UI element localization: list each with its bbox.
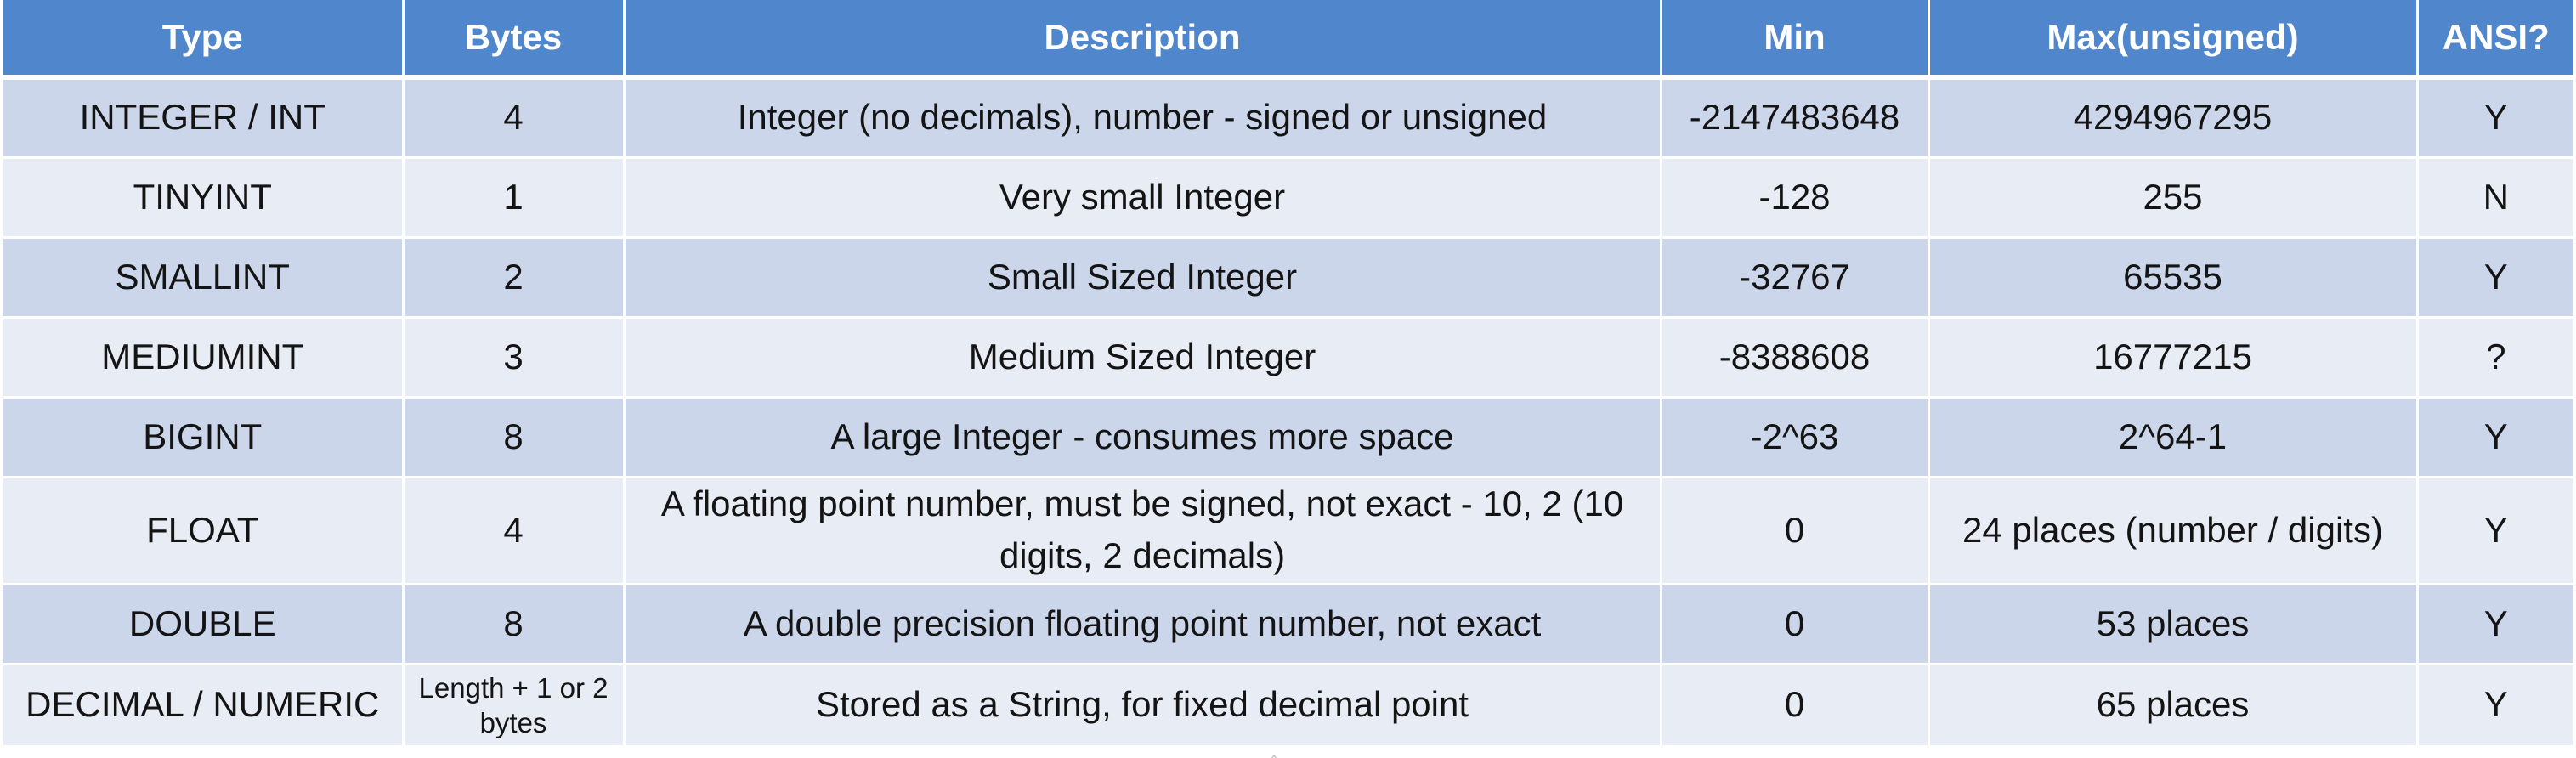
cell-ansi: Y <box>2417 664 2573 749</box>
cell-ansi: Y <box>2417 584 2573 665</box>
cell-description: Stored as a String, for fixed decimal po… <box>624 664 1662 749</box>
cell-max: 255 <box>1928 157 2419 239</box>
cell-type: INTEGER / INT <box>3 77 405 159</box>
cell-bytes: 3 <box>403 317 626 399</box>
cell-type: BIGINT <box>3 397 405 478</box>
cell-min: 0 <box>1661 584 1930 665</box>
table-row: INTEGER / INT 4 Integer (no decimals), n… <box>3 77 2573 159</box>
cell-type: DOUBLE <box>3 584 405 665</box>
cell-description: A floating point number, must be signed,… <box>624 477 1662 585</box>
header-description: Description <box>624 0 1662 80</box>
cell-max: 2^64-1 <box>1928 397 2419 478</box>
cell-max: 24 places (number / digits) <box>1928 477 2419 585</box>
header-bytes: Bytes <box>403 0 626 80</box>
cell-ansi: Y <box>2417 477 2573 585</box>
cell-bytes: 2 <box>403 237 626 319</box>
cell-bytes: 8 <box>403 584 626 665</box>
cell-description: Medium Sized Integer <box>624 317 1662 399</box>
header-max: Max(unsigned) <box>1928 0 2419 80</box>
header-type: Type <box>3 0 405 80</box>
cell-bytes: Length + 1 or 2 bytes <box>403 664 626 749</box>
data-types-table: Type Bytes Description Min Max(unsigned)… <box>3 0 2573 749</box>
cell-type: SMALLINT <box>3 237 405 319</box>
table-row: TINYINT 1 Very small Integer -128 255 N <box>3 157 2573 239</box>
cell-min: 0 <box>1661 664 1930 749</box>
cell-type: FLOAT <box>3 477 405 585</box>
cell-bytes: 8 <box>403 397 626 478</box>
cell-ansi: Y <box>2417 77 2573 159</box>
cell-max: 65 places <box>1928 664 2419 749</box>
cell-bytes: 4 <box>403 77 626 159</box>
table-row: BIGINT 8 A large Integer - consumes more… <box>3 397 2573 478</box>
cell-description: Very small Integer <box>624 157 1662 239</box>
header-ansi: ANSI? <box>2417 0 2573 80</box>
cell-description: Small Sized Integer <box>624 237 1662 319</box>
cell-bytes: 4 <box>403 477 626 585</box>
cell-min: -2^63 <box>1661 397 1930 478</box>
cell-max: 53 places <box>1928 584 2419 665</box>
header-min: Min <box>1661 0 1930 80</box>
cursor-trace-icon: ‸ <box>1271 741 1277 758</box>
cell-type: TINYINT <box>3 157 405 239</box>
cell-min: -8388608 <box>1661 317 1930 399</box>
cell-description: Integer (no decimals), number - signed o… <box>624 77 1662 159</box>
cell-ansi: N <box>2417 157 2573 239</box>
cell-bytes: 1 <box>403 157 626 239</box>
cell-description: A double precision floating point number… <box>624 584 1662 665</box>
header-row: Type Bytes Description Min Max(unsigned)… <box>3 0 2573 80</box>
table-row: SMALLINT 2 Small Sized Integer -32767 65… <box>3 237 2573 319</box>
cell-ansi: ? <box>2417 317 2573 399</box>
cell-max: 16777215 <box>1928 317 2419 399</box>
cell-ansi: Y <box>2417 397 2573 478</box>
cell-max: 65535 <box>1928 237 2419 319</box>
table-row: MEDIUMINT 3 Medium Sized Integer -838860… <box>3 317 2573 399</box>
table-row: FLOAT 4 A floating point number, must be… <box>3 477 2573 585</box>
cell-max: 4294967295 <box>1928 77 2419 159</box>
table-row: DOUBLE 8 A double precision floating poi… <box>3 584 2573 665</box>
cell-min: -2147483648 <box>1661 77 1930 159</box>
cell-min: 0 <box>1661 477 1930 585</box>
table-row: DECIMAL / NUMERIC Length + 1 or 2 bytes … <box>3 664 2573 749</box>
cell-type: DECIMAL / NUMERIC <box>3 664 405 749</box>
cell-description: A large Integer - consumes more space <box>624 397 1662 478</box>
cell-min: -128 <box>1661 157 1930 239</box>
cell-ansi: Y <box>2417 237 2573 319</box>
cell-min: -32767 <box>1661 237 1930 319</box>
cell-type: MEDIUMINT <box>3 317 405 399</box>
